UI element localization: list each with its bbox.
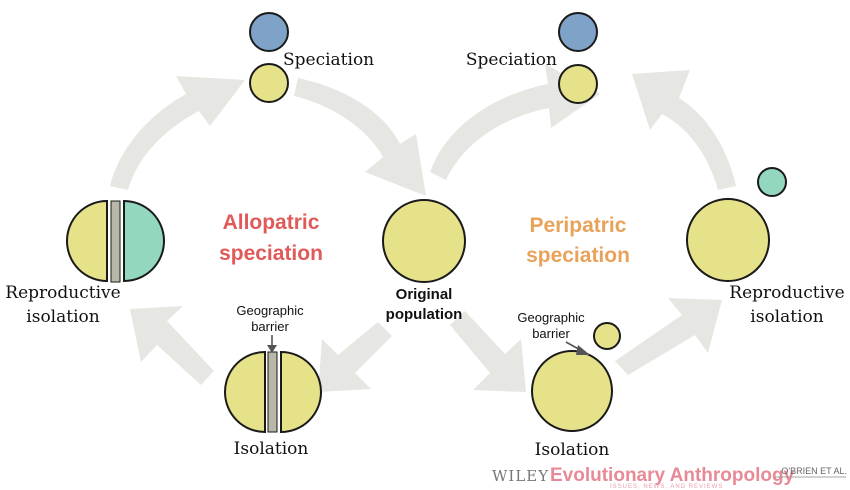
peripatric-isolation-main-population	[531, 350, 613, 432]
allopatric-reproductive-green-half	[123, 199, 165, 283]
allopatric-reproductive-barrier	[110, 200, 121, 283]
peripatric-barrier-label-line2: barrier	[532, 326, 570, 341]
arrow-isolation-to-reproductive-left	[130, 306, 214, 385]
allopatric-barrier-label-line1: Geographic	[236, 303, 304, 318]
arrow-reproductive-to-speciation-left	[110, 76, 245, 190]
allopatric-title-line1: Allopatric	[223, 211, 320, 234]
allopatric-isolation-left-half	[224, 350, 266, 434]
allopatric-barrier-label-line2: barrier	[251, 319, 289, 334]
journal-title: Evolutionary Anthropology	[550, 465, 795, 486]
allopatric-speciation-yellow-species	[249, 63, 289, 103]
allopatric-barrier-pointer-head	[267, 345, 277, 353]
peripatric-speciation-label: Speciation	[466, 50, 557, 70]
allopatric-panel: Allopatric speciation Speciation Reprodu…	[5, 12, 374, 459]
peripatric-title-line1: Peripatric	[530, 214, 627, 237]
peripatric-speciation-yellow-species	[558, 64, 598, 104]
journal-tagline: ISSUES, NEWS, AND REVIEWS	[610, 484, 723, 490]
peripatric-speciation-blue-species	[558, 12, 598, 52]
arrow-speciation-to-original-left	[294, 78, 426, 196]
peripatric-reproductive-main-population	[686, 198, 770, 282]
allopatric-reproductive-label-line2: isolation	[26, 307, 99, 327]
peripatric-panel: Peripatric speciation Speciation Reprodu…	[466, 12, 845, 460]
peripatric-barrier-label-line1: Geographic	[517, 310, 585, 325]
arrow-original-to-isolation-left	[318, 322, 392, 392]
article-author: O'BRIEN ET AL.	[781, 466, 847, 476]
peripatric-isolation-label: Isolation	[535, 440, 610, 460]
original-population-label-line2: population	[386, 306, 463, 323]
peripatric-reproductive-new-species	[757, 167, 787, 197]
arrow-original-to-speciation-right	[430, 64, 600, 180]
peripatric-title-line2: speciation	[526, 244, 630, 267]
allopatric-geographic-barrier	[267, 351, 278, 433]
allopatric-reproductive-yellow-half	[66, 199, 108, 283]
peripatric-reproductive-label-line1: Reproductive	[729, 283, 844, 303]
original-population-label-line1: Original	[396, 286, 453, 303]
original-population: Original population	[382, 199, 466, 323]
peripatric-barrier-pointer-head	[576, 345, 590, 355]
peripatric-reproductive-label-line2: isolation	[750, 307, 823, 327]
peripatric-isolation-peripheral-population	[593, 322, 621, 350]
allopatric-reproductive-label-line1: Reproductive	[5, 283, 120, 303]
arrow-isolation-to-reproductive-right	[615, 298, 722, 375]
arrow-reproductive-to-speciation-right	[632, 70, 736, 190]
allopatric-speciation-blue-species	[249, 12, 289, 52]
publisher-footer: WILEY Evolutionary Anthropology ISSUES, …	[492, 465, 847, 490]
allopatric-isolation-label: Isolation	[234, 439, 309, 459]
publisher-wiley-logo: WILEY	[492, 467, 549, 485]
original-population-circle	[382, 199, 466, 283]
cycle-arrows	[110, 64, 736, 392]
allopatric-isolation-right-half	[280, 350, 322, 434]
arrow-original-to-isolation-right	[450, 311, 526, 392]
allopatric-speciation-label: Speciation	[283, 50, 374, 70]
allopatric-title-line2: speciation	[219, 242, 323, 265]
